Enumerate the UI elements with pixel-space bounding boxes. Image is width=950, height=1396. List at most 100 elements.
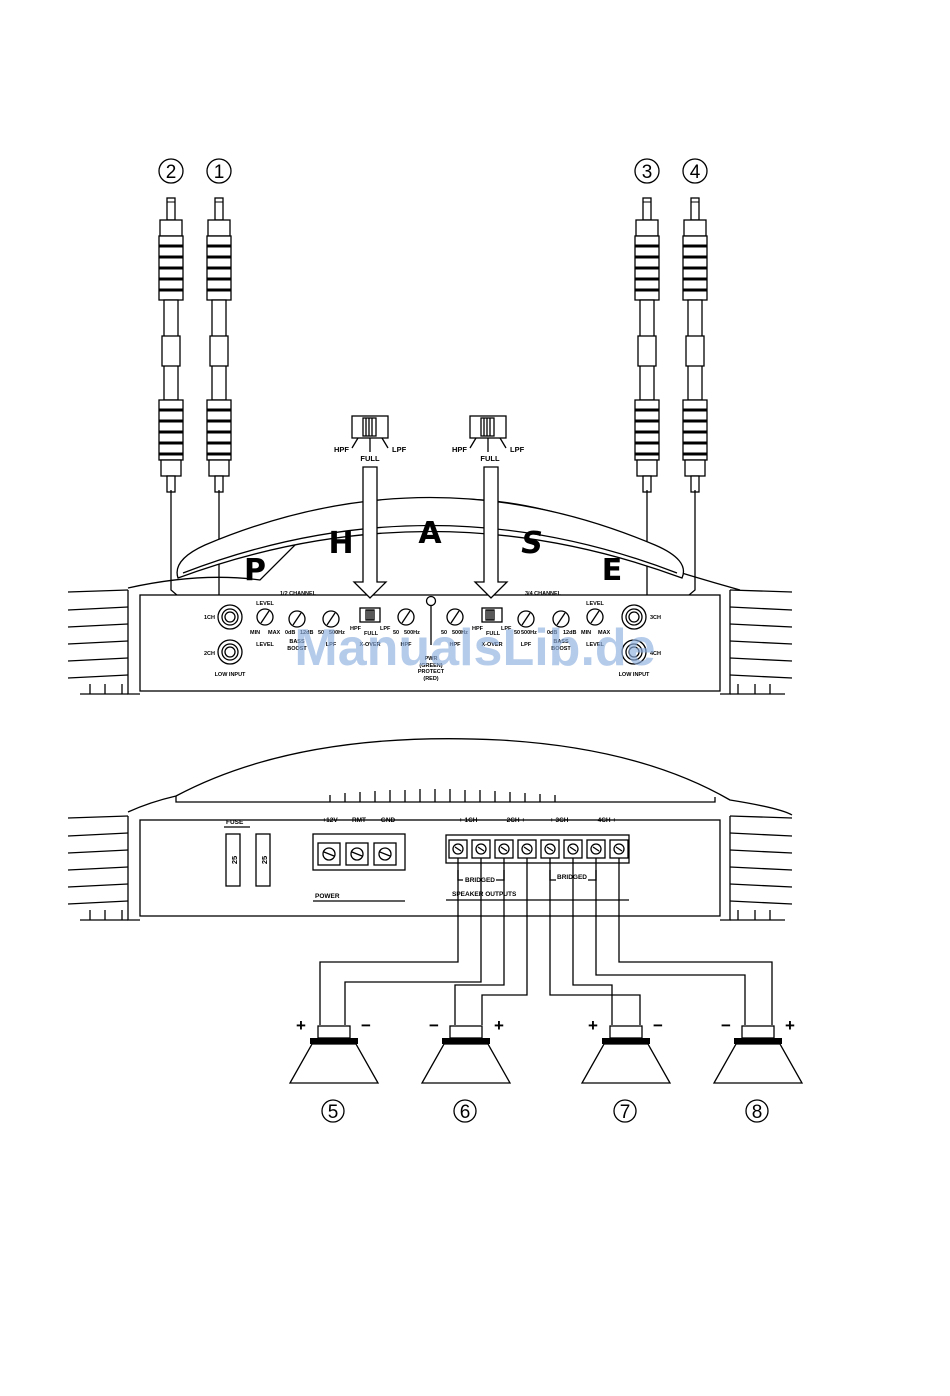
svg-text:25: 25: [260, 856, 269, 864]
svg-text:HPF: HPF: [334, 445, 349, 454]
svg-text:−: −: [429, 1016, 439, 1035]
svg-text:−: −: [361, 1016, 371, 1035]
svg-text:LEVEL: LEVEL: [586, 642, 604, 648]
svg-text:PROTECT: PROTECT: [418, 669, 445, 675]
xover-switch-left: [359, 607, 381, 623]
svg-text:12dB: 12dB: [300, 630, 313, 636]
svg-text:LPF: LPF: [501, 626, 512, 632]
connector-number-3: 3: [634, 158, 660, 184]
lpf-knob-right: [517, 610, 535, 628]
svg-text:RMT: RMT: [352, 817, 366, 824]
svg-text:LPF: LPF: [326, 642, 337, 648]
rca-top-pin: [642, 197, 652, 221]
protect-led: PWR (GREEN) PROTECT (RED): [418, 595, 445, 682]
svg-text:S: S: [521, 526, 543, 561]
svg-text:BRIDGED: BRIDGED: [557, 874, 587, 881]
brand-logo: P H A S E: [244, 516, 622, 588]
rca-cable-1: [206, 197, 232, 493]
channel-34-label: 3/4 CHANNEL: [525, 591, 562, 597]
brand-arch-band: [176, 496, 684, 579]
svg-text:MIN: MIN: [581, 630, 591, 636]
bottom-amplifier: [67, 738, 793, 921]
svg-text:BOOST: BOOST: [551, 646, 571, 652]
level-knob-left: [256, 608, 274, 626]
svg-text:50: 50: [514, 630, 520, 636]
svg-text:LPF: LPF: [510, 445, 525, 454]
switch-callout-left: HPF FULL LPF: [334, 415, 407, 463]
svg-text:500Hz: 500Hz: [329, 630, 345, 636]
rca-top-collar: [159, 219, 183, 237]
power-terminal: +12V RMT GND POWER: [312, 817, 406, 902]
terminal-screw-rmt: [350, 847, 364, 861]
arrow-left: [352, 466, 388, 599]
svg-text:BOOST: BOOST: [287, 646, 307, 652]
svg-text:500Hz: 500Hz: [404, 630, 420, 636]
svg-text:+12V: +12V: [322, 817, 338, 824]
jack-1ch: 1CH: [204, 604, 243, 630]
speaker-8: − + 8: [712, 1016, 804, 1123]
lpf-knob-left: [322, 610, 340, 628]
rca-bottom-pin: [690, 475, 700, 493]
svg-text:X-OVER: X-OVER: [359, 642, 380, 648]
jack-3ch: 3CH: [621, 604, 661, 630]
watermark: ManualsLib.de: [294, 619, 655, 677]
svg-text:SPEAKER OUTPUTS: SPEAKER OUTPUTS: [452, 891, 517, 898]
svg-text:4: 4: [690, 162, 701, 183]
svg-text:(RED): (RED): [423, 676, 438, 682]
svg-text:LPF: LPF: [380, 626, 391, 632]
rear-cover: [127, 738, 793, 816]
svg-text:HPF: HPF: [450, 642, 462, 648]
svg-text:+: +: [494, 1016, 504, 1035]
heatsink-fins-left-rear: [67, 815, 129, 921]
left-controls: LEVEL MIN MAX LEVEL 0dB 12dB BASS BOOST …: [250, 601, 420, 652]
svg-text:50: 50: [441, 630, 447, 636]
svg-text:6: 6: [460, 1102, 471, 1123]
rca-top-pin: [690, 197, 700, 221]
svg-text:HPF: HPF: [472, 626, 484, 632]
svg-text:(GREEN): (GREEN): [419, 663, 442, 669]
svg-text:1: 1: [214, 162, 225, 183]
jack-2ch: 2CH: [204, 639, 243, 665]
terminal-screw-gnd: [378, 847, 392, 861]
rca-bottom-collar: [636, 459, 658, 477]
svg-text:LPF: LPF: [392, 445, 407, 454]
level-knob-right: [586, 608, 604, 626]
rca-top-pin: [166, 197, 176, 221]
svg-text:3CH: 3CH: [650, 615, 661, 621]
svg-text:2: 2: [166, 162, 177, 183]
svg-text:50: 50: [318, 630, 324, 636]
svg-text:GND: GND: [381, 817, 396, 824]
rca-cable-sleeve: [685, 335, 705, 367]
rca-cable-4: [682, 197, 708, 493]
svg-text:BRIDGED: BRIDGED: [465, 877, 495, 884]
svg-text:HPF: HPF: [350, 626, 362, 632]
svg-text:LEVEL: LEVEL: [256, 642, 274, 648]
svg-text:+ 1CH −: + 1CH −: [459, 817, 483, 824]
svg-text:0dB: 0dB: [285, 630, 295, 636]
low-input-label-left: LOW INPUT: [215, 672, 246, 678]
hpf-knob-left: [397, 608, 415, 626]
svg-text:0dB: 0dB: [547, 630, 557, 636]
svg-text:FULL: FULL: [480, 454, 500, 463]
svg-text:5: 5: [328, 1102, 339, 1123]
svg-text:LPF: LPF: [521, 642, 532, 648]
switch-callout-right: HPF FULL LPF: [452, 415, 525, 463]
svg-text:12dB: 12dB: [563, 630, 576, 636]
svg-text:FULL: FULL: [486, 631, 501, 637]
svg-text:+: +: [588, 1016, 598, 1035]
speaker-5: + − 5: [288, 1016, 380, 1123]
rca-cable-2: [158, 197, 184, 493]
rca-cable-sleeve: [637, 335, 657, 367]
svg-text:−: −: [653, 1016, 663, 1035]
svg-text:+: +: [296, 1016, 306, 1035]
terminal-screw-12v: [322, 847, 336, 861]
rca-bottom-collar: [160, 459, 182, 477]
svg-text:E: E: [602, 553, 623, 588]
jack-4ch: 4CH: [621, 639, 661, 665]
fuse-1: [225, 833, 241, 887]
svg-text:1CH: 1CH: [204, 615, 215, 621]
svg-text:−: −: [721, 1016, 731, 1035]
hpf-knob-right: [446, 608, 464, 626]
svg-text:PWR: PWR: [425, 656, 438, 662]
